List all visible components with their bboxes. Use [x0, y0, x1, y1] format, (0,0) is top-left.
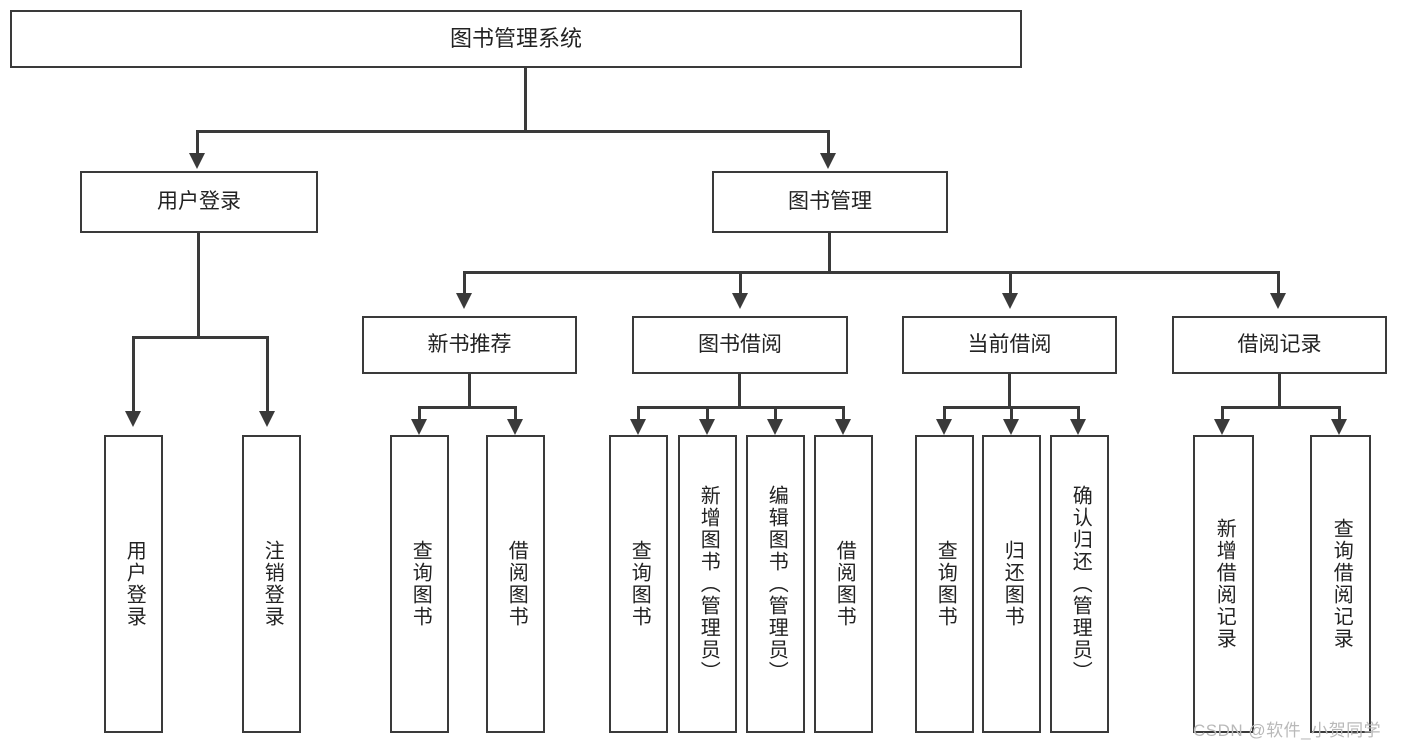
node-leaf-return-book-label: 归还图书 [1001, 540, 1024, 628]
node-leaf-add-book[interactable]: 新增图书（管理员） [678, 435, 737, 733]
edge-new-book-recommend-stem [468, 374, 471, 407]
arrowhead-leaf-query-book-3 [936, 419, 952, 435]
edge-user-login-bus [132, 336, 268, 339]
edge-book-management-stem [828, 233, 831, 272]
node-new-book-recommend[interactable]: 新书推荐 [362, 316, 577, 374]
arrowhead-leaf-user-login [125, 411, 141, 427]
edge-nbr-to-leaf-1 [418, 406, 421, 421]
arrowhead-borrow-record [1270, 293, 1286, 309]
node-user-login-label: 用户登录 [157, 189, 241, 213]
arrowhead-leaf-return-book [1003, 419, 1019, 435]
arrowhead-user-login [189, 153, 205, 169]
node-leaf-query-book-3-label: 查询图书 [934, 540, 957, 628]
arrowhead-book-management [820, 153, 836, 169]
edge-bm-to-book-borrow [739, 271, 742, 295]
node-leaf-query-book-1-label: 查询图书 [409, 540, 432, 628]
node-book-management[interactable]: 图书管理 [712, 171, 948, 233]
node-borrow-record-label: 借阅记录 [1237, 332, 1322, 356]
arrowhead-leaf-query-book-1 [411, 419, 427, 435]
edge-book-borrow-stem [738, 374, 741, 407]
edge-new-book-recommend-bus [418, 406, 517, 409]
edge-borrow-record-stem [1278, 374, 1281, 407]
node-book-borrow[interactable]: 图书借阅 [632, 316, 848, 374]
arrowhead-current-borrow [1002, 293, 1018, 309]
arrowhead-leaf-borrow-book-2 [835, 419, 851, 435]
arrowhead-new-book-recommend [456, 293, 472, 309]
edge-book-borrow-bus [637, 406, 845, 409]
arrowhead-book-borrow [732, 293, 748, 309]
edge-cb-to-leaf-2 [1010, 406, 1013, 421]
node-leaf-logout[interactable]: 注销登录 [242, 435, 301, 733]
node-leaf-add-borrow-record[interactable]: 新增借阅记录 [1193, 435, 1254, 733]
edge-bm-to-current-borrow [1009, 271, 1012, 295]
node-current-borrow[interactable]: 当前借阅 [902, 316, 1117, 374]
edge-bb-to-leaf-2 [706, 406, 709, 421]
edge-user-login-to-leaf-1 [132, 336, 135, 414]
edge-cb-to-leaf-1 [943, 406, 946, 421]
node-leaf-query-borrow-record-label: 查询借阅记录 [1330, 518, 1353, 650]
arrowhead-leaf-borrow-book-1 [507, 419, 523, 435]
node-current-borrow-label: 当前借阅 [967, 332, 1052, 356]
arrowhead-leaf-query-borrow-record [1331, 419, 1347, 435]
arrowhead-leaf-confirm-return [1070, 419, 1086, 435]
node-leaf-add-book-label: 新增图书（管理员） [697, 485, 720, 683]
edge-root-to-user-login [196, 130, 199, 156]
edge-bm-to-new-book-recommend [463, 271, 466, 295]
node-book-borrow-label: 图书借阅 [698, 332, 782, 356]
edge-root-stem [524, 68, 527, 131]
edge-user-login-stem [197, 233, 200, 337]
arrowhead-leaf-edit-book [767, 419, 783, 435]
node-leaf-query-borrow-record[interactable]: 查询借阅记录 [1310, 435, 1371, 733]
node-user-login[interactable]: 用户登录 [80, 171, 318, 233]
node-leaf-return-book[interactable]: 归还图书 [982, 435, 1041, 733]
node-leaf-edit-book-label: 编辑图书（管理员） [765, 485, 788, 683]
edge-book-management-bus [463, 271, 1280, 274]
edge-current-borrow-stem [1008, 374, 1011, 407]
edge-cb-to-leaf-3 [1077, 406, 1080, 421]
edge-root-bus [196, 130, 830, 133]
node-leaf-query-book-3[interactable]: 查询图书 [915, 435, 974, 733]
csdn-watermark: CSDN @软件_小贺同学 [1193, 721, 1382, 740]
node-leaf-query-book-2-label: 查询图书 [628, 540, 651, 628]
node-root-label: 图书管理系统 [449, 26, 582, 52]
edge-nbr-to-leaf-2 [514, 406, 517, 421]
node-leaf-borrow-book-1[interactable]: 借阅图书 [486, 435, 545, 733]
edge-bm-to-borrow-record [1277, 271, 1280, 295]
edge-br-to-leaf-2 [1338, 406, 1341, 421]
edge-bb-to-leaf-3 [774, 406, 777, 421]
edge-br-to-leaf-1 [1221, 406, 1224, 421]
node-leaf-user-login[interactable]: 用户登录 [104, 435, 163, 733]
edge-bb-to-leaf-1 [637, 406, 640, 421]
edge-borrow-record-bus [1221, 406, 1341, 409]
arrowhead-leaf-query-book-2 [630, 419, 646, 435]
node-leaf-borrow-book-2[interactable]: 借阅图书 [814, 435, 873, 733]
node-leaf-borrow-book-1-label: 借阅图书 [505, 540, 528, 628]
node-leaf-confirm-return[interactable]: 确认归还（管理员） [1050, 435, 1109, 733]
node-leaf-confirm-return-label: 确认归还（管理员） [1069, 485, 1092, 683]
edge-bb-to-leaf-4 [842, 406, 845, 421]
edge-root-to-book-management [827, 130, 830, 156]
node-leaf-add-borrow-record-label: 新增借阅记录 [1213, 518, 1236, 650]
node-leaf-user-login-label: 用户登录 [123, 540, 146, 628]
node-leaf-query-book-1[interactable]: 查询图书 [390, 435, 449, 733]
node-leaf-query-book-2[interactable]: 查询图书 [609, 435, 668, 733]
arrowhead-leaf-add-book [699, 419, 715, 435]
edge-user-login-to-leaf-2 [266, 336, 269, 414]
node-leaf-borrow-book-2-label: 借阅图书 [833, 540, 856, 628]
arrowhead-leaf-logout [259, 411, 275, 427]
node-leaf-logout-label: 注销登录 [261, 540, 284, 628]
node-leaf-edit-book[interactable]: 编辑图书（管理员） [746, 435, 805, 733]
node-borrow-record[interactable]: 借阅记录 [1172, 316, 1387, 374]
node-root[interactable]: 图书管理系统 [10, 10, 1022, 68]
node-new-book-recommend-label: 新书推荐 [427, 332, 512, 356]
arrowhead-leaf-add-borrow-record [1214, 419, 1230, 435]
node-book-management-label: 图书管理 [788, 189, 872, 213]
